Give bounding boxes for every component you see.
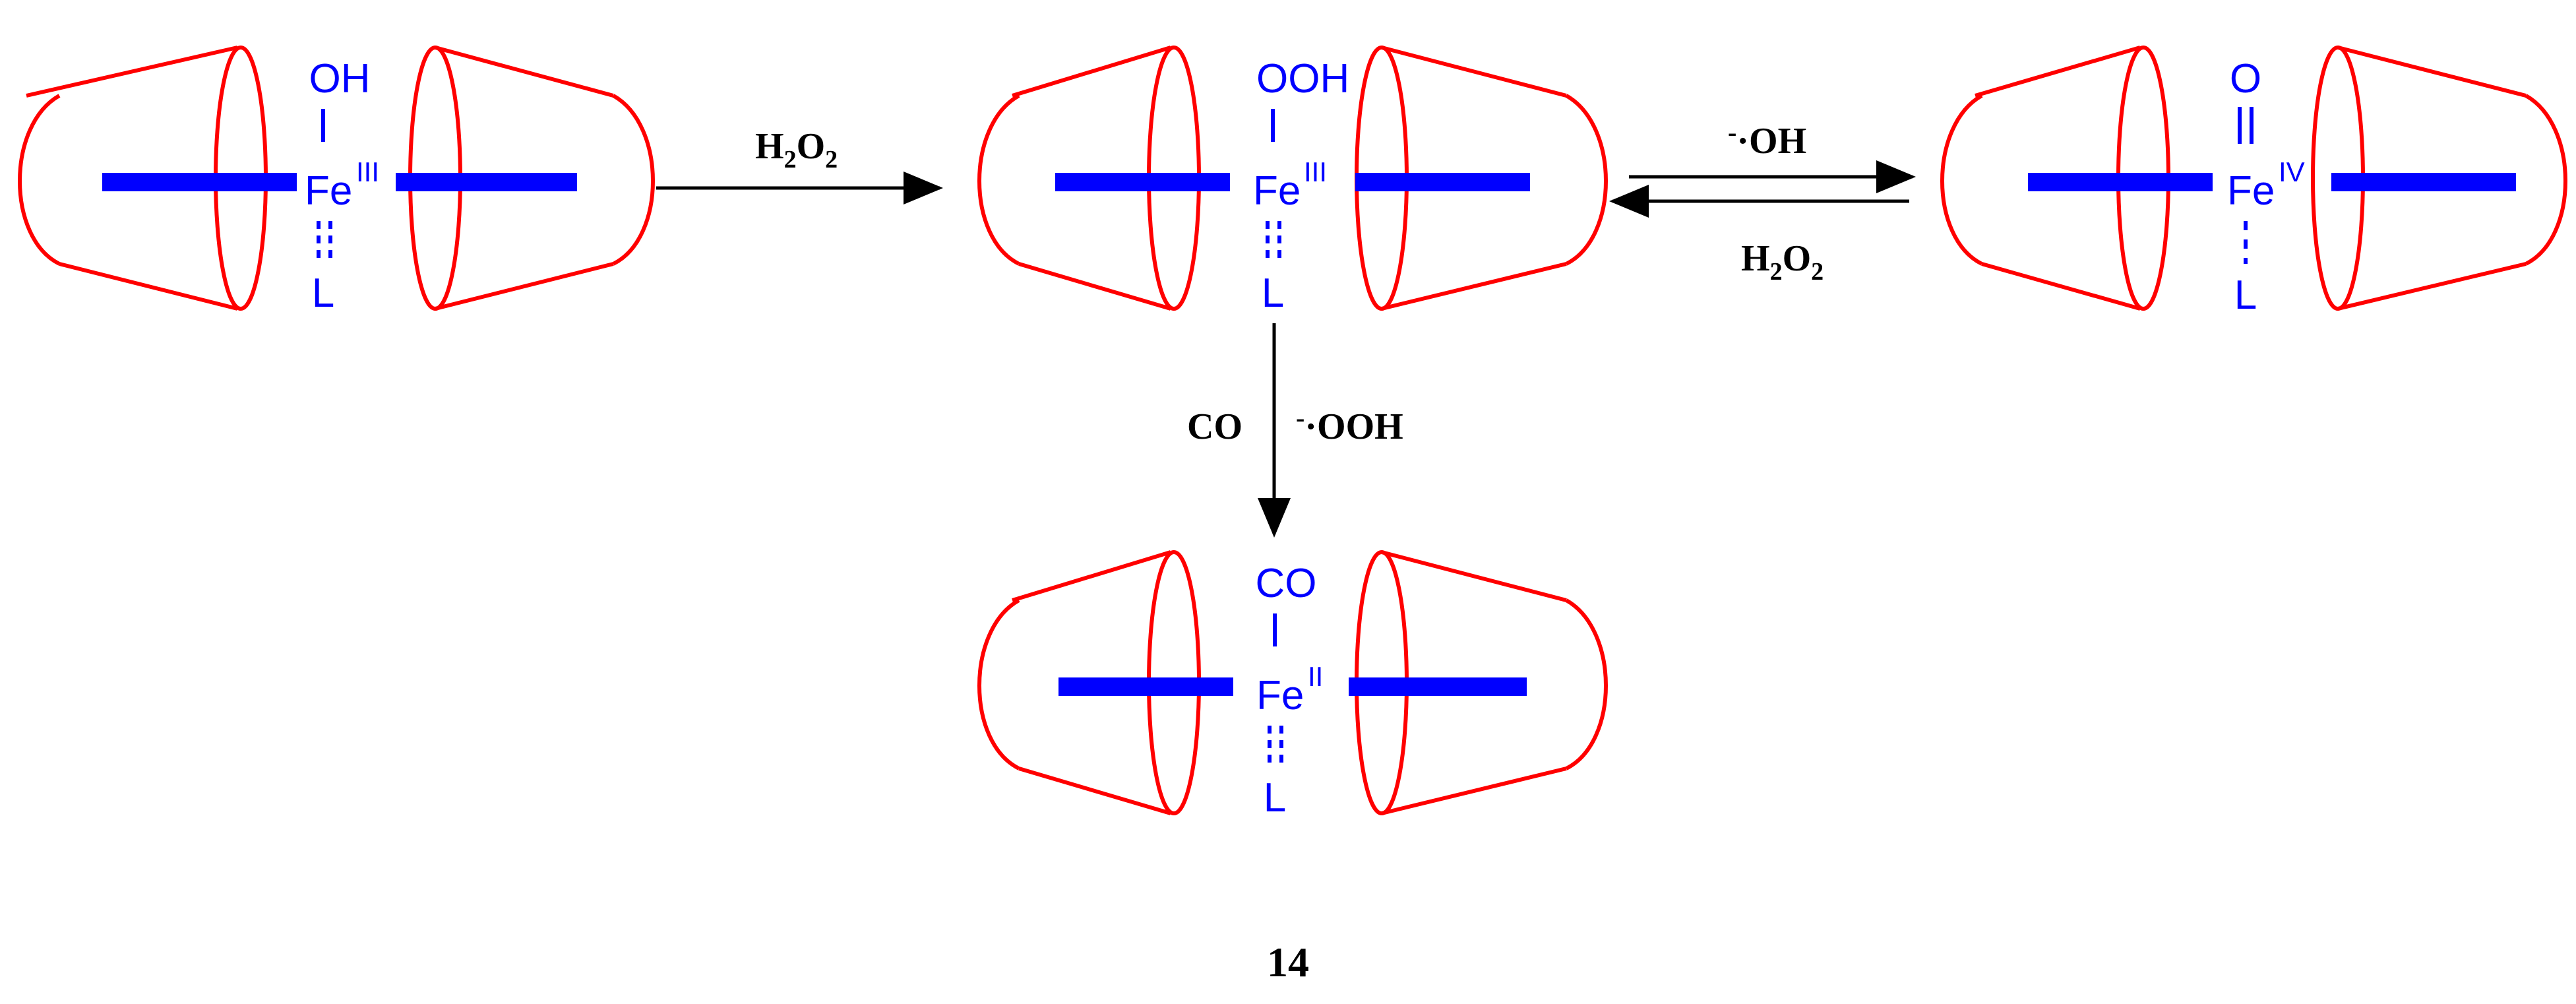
complex-feii-co: CO Fe II L xyxy=(977,550,1608,821)
reagent-h2o2-reverse-label: H2O2 xyxy=(1741,238,1824,286)
axial-bond-bottom-dashed xyxy=(1268,726,1283,765)
equilibrium-arrows: -·OH H2O2 xyxy=(1609,117,1916,286)
metal-label: Fe xyxy=(2227,168,2275,214)
porphyrin-plane-right xyxy=(2331,173,2516,191)
axial-double-bond-top xyxy=(2238,107,2254,144)
oxidation-state-label: III xyxy=(1304,156,1327,187)
complex-feiv-oxo: O Fe IV L xyxy=(1940,46,2567,318)
top-ligand-label: OOH xyxy=(1256,56,1349,102)
porphyrin-plane-left xyxy=(2028,173,2213,191)
reagent-h2o2-label: H2O2 xyxy=(755,126,838,173)
oxidation-state-label: IV xyxy=(2279,156,2305,187)
oxidation-state-label: II xyxy=(1308,661,1323,692)
porphyrin-plane-left xyxy=(1055,173,1230,191)
bottom-ligand-label: L xyxy=(312,270,334,316)
hydroperoxyl-radical-label: -·OOH xyxy=(1296,403,1403,447)
complex-feiii-ooh: OOH Fe III L xyxy=(977,46,1608,316)
porphyrin-plane-left xyxy=(1058,677,1233,696)
axial-bond-bottom-dashed xyxy=(317,221,332,261)
oxidation-state-label: III xyxy=(356,156,379,187)
porphyrin-plane-left xyxy=(102,173,297,191)
metal-label: Fe xyxy=(305,168,352,214)
porphyrin-plane-right xyxy=(1355,173,1530,191)
top-ligand-label: O xyxy=(2230,56,2261,102)
metal-label: Fe xyxy=(1256,673,1304,718)
arrow-step1: H2O2 xyxy=(656,126,943,204)
co-reagent-label: CO xyxy=(1187,406,1242,447)
axial-bond-bottom-dashed xyxy=(1266,221,1281,261)
arrow-down: CO -·OOH xyxy=(1187,323,1403,538)
top-ligand-label: CO xyxy=(1256,561,1317,606)
porphyrin-plane-right xyxy=(396,173,577,191)
hydroxyl-radical-label: -·OH xyxy=(1728,117,1806,162)
bottom-ligand-label: L xyxy=(2234,272,2257,318)
metal-label: Fe xyxy=(1253,168,1301,214)
compound-number-label: 14 xyxy=(1267,939,1309,986)
top-ligand-label: OH xyxy=(309,56,371,102)
complex-feiii-oh: OH Fe III L xyxy=(18,46,655,316)
bottom-ligand-label: L xyxy=(1262,270,1284,316)
porphyrin-plane-right xyxy=(1349,677,1527,696)
bottom-ligand-label: L xyxy=(1264,775,1286,821)
